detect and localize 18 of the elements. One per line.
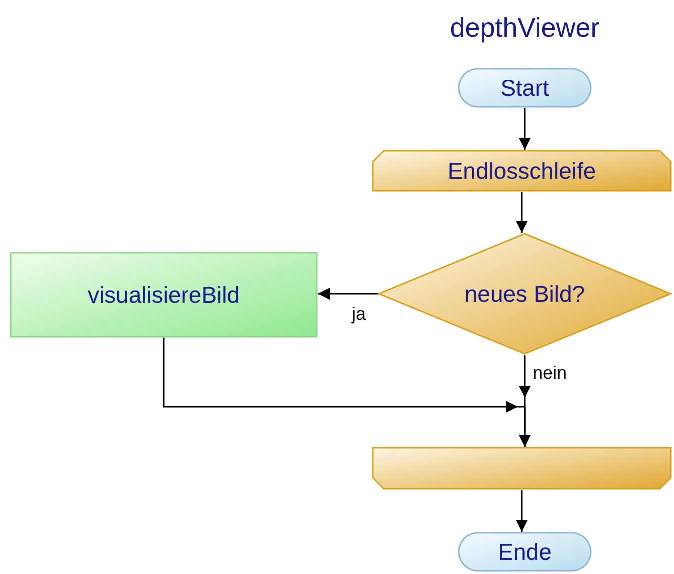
node-label: neues Bild? xyxy=(464,280,586,308)
end-terminal xyxy=(458,532,592,572)
node-label: Endlosschleife xyxy=(448,157,596,185)
decision-diamond xyxy=(378,233,672,355)
start-terminal xyxy=(458,68,592,108)
arrow xyxy=(519,108,531,150)
node-label: Start xyxy=(500,74,550,102)
node-label: visualisiereBild xyxy=(88,281,240,309)
arrow xyxy=(516,192,528,233)
arrow xyxy=(318,288,378,300)
loop-start-box xyxy=(372,150,672,192)
edge-label: ja xyxy=(352,304,366,324)
process-box xyxy=(10,252,318,338)
diagram-title: depthViewer xyxy=(449,12,601,44)
arrow xyxy=(516,490,528,532)
arrow xyxy=(163,338,531,447)
loop-end-box xyxy=(372,447,672,490)
node-label: Ende xyxy=(498,538,552,566)
